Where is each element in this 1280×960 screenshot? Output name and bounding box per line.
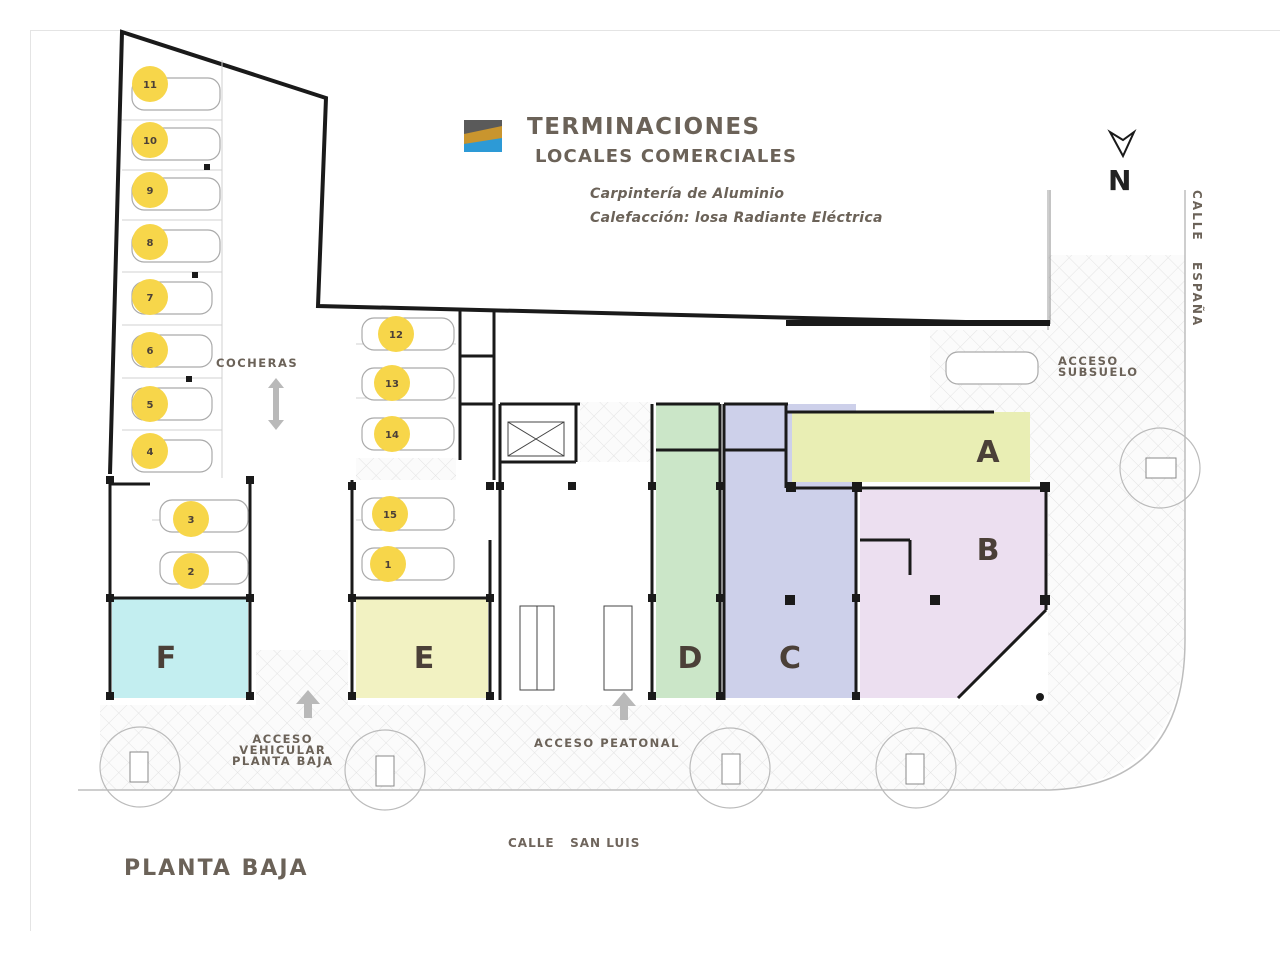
parking-spot-number: 6 xyxy=(147,346,154,357)
parking-spot-number: 13 xyxy=(385,379,399,390)
parking-spot-badge xyxy=(374,416,410,452)
unit-f-fill xyxy=(112,598,248,698)
unit-f-label: F xyxy=(156,641,177,676)
vehicle-access-line-2: VEHICULAR xyxy=(239,743,327,757)
unit-b-label: B xyxy=(977,533,1000,568)
parking-spot-badge xyxy=(132,433,168,469)
parking-spot-number: 7 xyxy=(147,293,154,304)
entrance-arrows xyxy=(268,378,636,720)
vehicle-access-line-1: ACCESO xyxy=(252,732,314,746)
compass-north-label: N xyxy=(1108,164,1132,197)
unit-e-label: E xyxy=(414,641,435,676)
unit-a-label: A xyxy=(976,435,1000,470)
parking-spot-number: 5 xyxy=(147,400,154,411)
parking-spot-badge xyxy=(372,496,408,532)
parking-spot-number: 15 xyxy=(383,510,397,521)
vehicle-access-line-3: PLANTA BAJA xyxy=(232,754,334,768)
parking-spot-badge xyxy=(132,224,168,260)
parking-spot-badge xyxy=(132,279,168,315)
street-name-east-1: CALLE xyxy=(1190,190,1204,242)
parking-spot-badge xyxy=(173,553,209,589)
sidewalk-east xyxy=(1048,255,1185,790)
tree-pits xyxy=(129,457,1177,787)
brand-logo xyxy=(464,120,502,152)
parking-spot-badge xyxy=(132,172,168,208)
parking-spot-badge xyxy=(132,122,168,158)
basement-access-line-1: ACCESO xyxy=(1058,354,1119,368)
parking-spot-number: 10 xyxy=(143,136,157,147)
building-outline xyxy=(108,29,1049,475)
curb-line xyxy=(78,190,1186,791)
parking-spot-number: 4 xyxy=(147,447,154,458)
parking-spot-badge xyxy=(378,316,414,352)
stair-core-hatch xyxy=(580,402,652,462)
parking-strip-hatch xyxy=(356,458,456,480)
elevator-stair-core xyxy=(507,421,633,691)
sidewalk-south xyxy=(100,705,1048,790)
page-subtitle: LOCALES COMERCIALES xyxy=(535,146,798,167)
parking-spot-number: 14 xyxy=(385,430,399,441)
parking-area-label: COCHERAS xyxy=(216,356,299,370)
vehicle-access-label: ACCESO VEHICULAR PLANTA BAJA xyxy=(232,732,334,768)
parking-spot-number: 9 xyxy=(147,186,154,197)
north-arrow-icon xyxy=(1107,128,1137,159)
parking-spot-badge xyxy=(370,546,406,582)
basement-access-label: ACCESO SUBSUELO xyxy=(1058,354,1139,379)
parking-spot-badge xyxy=(132,386,168,422)
parking-spot-number: 11 xyxy=(143,80,157,91)
page-title: TERMINACIONES xyxy=(527,114,761,140)
parking-badges: 11 10 9 8 7 6 5 4 3 2 12 13 14 15 1 xyxy=(132,66,414,589)
pedestrian-access-label: ACCESO PEATONAL xyxy=(534,736,680,750)
finish-note-heating: Calefacción: losa Radiante Eléctrica xyxy=(590,210,883,226)
unit-d-label: D xyxy=(678,641,703,676)
page-frame xyxy=(30,30,1280,931)
structural-columns xyxy=(106,164,1050,701)
street-name-east-2: ESPAÑA xyxy=(1190,262,1204,328)
north-wall-thick xyxy=(786,320,1050,326)
parking-spot-badge xyxy=(374,365,410,401)
unit-e-fill xyxy=(356,598,488,698)
street-name-south: CALLE SAN LUIS xyxy=(508,836,641,850)
parking-spot-number: 1 xyxy=(385,560,392,571)
parking-spot-badge xyxy=(132,66,168,102)
plan-title: PLANTA BAJA xyxy=(124,856,309,881)
parking-spot-number: 2 xyxy=(188,567,195,578)
unit-d-fill xyxy=(656,404,720,698)
trees xyxy=(99,427,1201,811)
parking-spot-number: 12 xyxy=(389,330,403,341)
structural-walls xyxy=(108,308,1048,700)
unit-a-fill xyxy=(792,412,1030,482)
basement-access-line-2: SUBSUELO xyxy=(1058,365,1139,379)
finish-note-carpentry: Carpintería de Aluminio xyxy=(590,186,785,202)
ramp-hatch xyxy=(256,650,348,706)
unit-b-fill xyxy=(860,490,1046,698)
unit-c-label: C xyxy=(779,641,801,676)
parking-spot-number: 3 xyxy=(188,515,195,526)
parking-spot-badge xyxy=(173,501,209,537)
parking-spot-badge xyxy=(132,332,168,368)
parking-spot-number: 8 xyxy=(147,238,154,249)
